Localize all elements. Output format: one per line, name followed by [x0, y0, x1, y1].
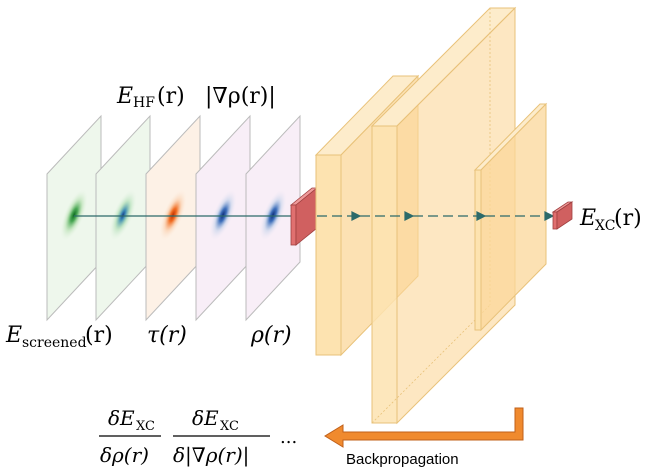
svg-text:δE: δE — [192, 406, 219, 430]
svg-text:XC: XC — [136, 419, 155, 434]
backprop-label: Backpropagation — [346, 451, 459, 468]
svg-text:(r): (r) — [157, 84, 185, 109]
input-map-e-hf — [95, 114, 151, 322]
hidden-layer-3 — [473, 102, 548, 332]
label-tau: τ(r) — [147, 323, 187, 348]
svg-text:E: E — [579, 206, 596, 231]
label-exc-output: E XC (r) — [579, 206, 642, 234]
derivative-rho: δE XC δρ(r) — [99, 406, 161, 467]
svg-text:(r): (r) — [85, 323, 113, 348]
input-map-rho — [245, 114, 301, 322]
input-map-grad-rho — [195, 114, 251, 322]
svg-text:screened: screened — [22, 335, 87, 351]
label-e-hf: E HF (r) — [116, 84, 185, 111]
output-block — [551, 201, 574, 230]
svg-text:δ|∇ρ(r)|: δ|∇ρ(r)| — [173, 443, 249, 468]
svg-text:(r): (r) — [614, 206, 642, 231]
forward-flow — [317, 211, 555, 221]
input-block — [289, 187, 319, 246]
label-grad-rho: |∇ρ(r)| — [205, 84, 276, 109]
input-map-tau — [145, 114, 201, 322]
svg-text:E: E — [5, 323, 22, 348]
svg-text:E: E — [116, 84, 133, 109]
backprop-arrow — [324, 407, 524, 448]
input-map-e-screened — [46, 114, 102, 322]
derivative-grad-rho: δE XC δ|∇ρ(r)| — [173, 406, 270, 468]
svg-text:δρ(r): δρ(r) — [100, 443, 149, 467]
svg-text:XC: XC — [595, 218, 615, 234]
derivative-ellipsis: ... — [280, 427, 297, 448]
svg-text:δE: δE — [108, 406, 135, 430]
label-e-screened: E screened (r) — [5, 323, 113, 351]
svg-text:XC: XC — [220, 419, 239, 434]
label-rho: ρ(r) — [250, 323, 292, 348]
svg-text:HF: HF — [133, 95, 155, 111]
